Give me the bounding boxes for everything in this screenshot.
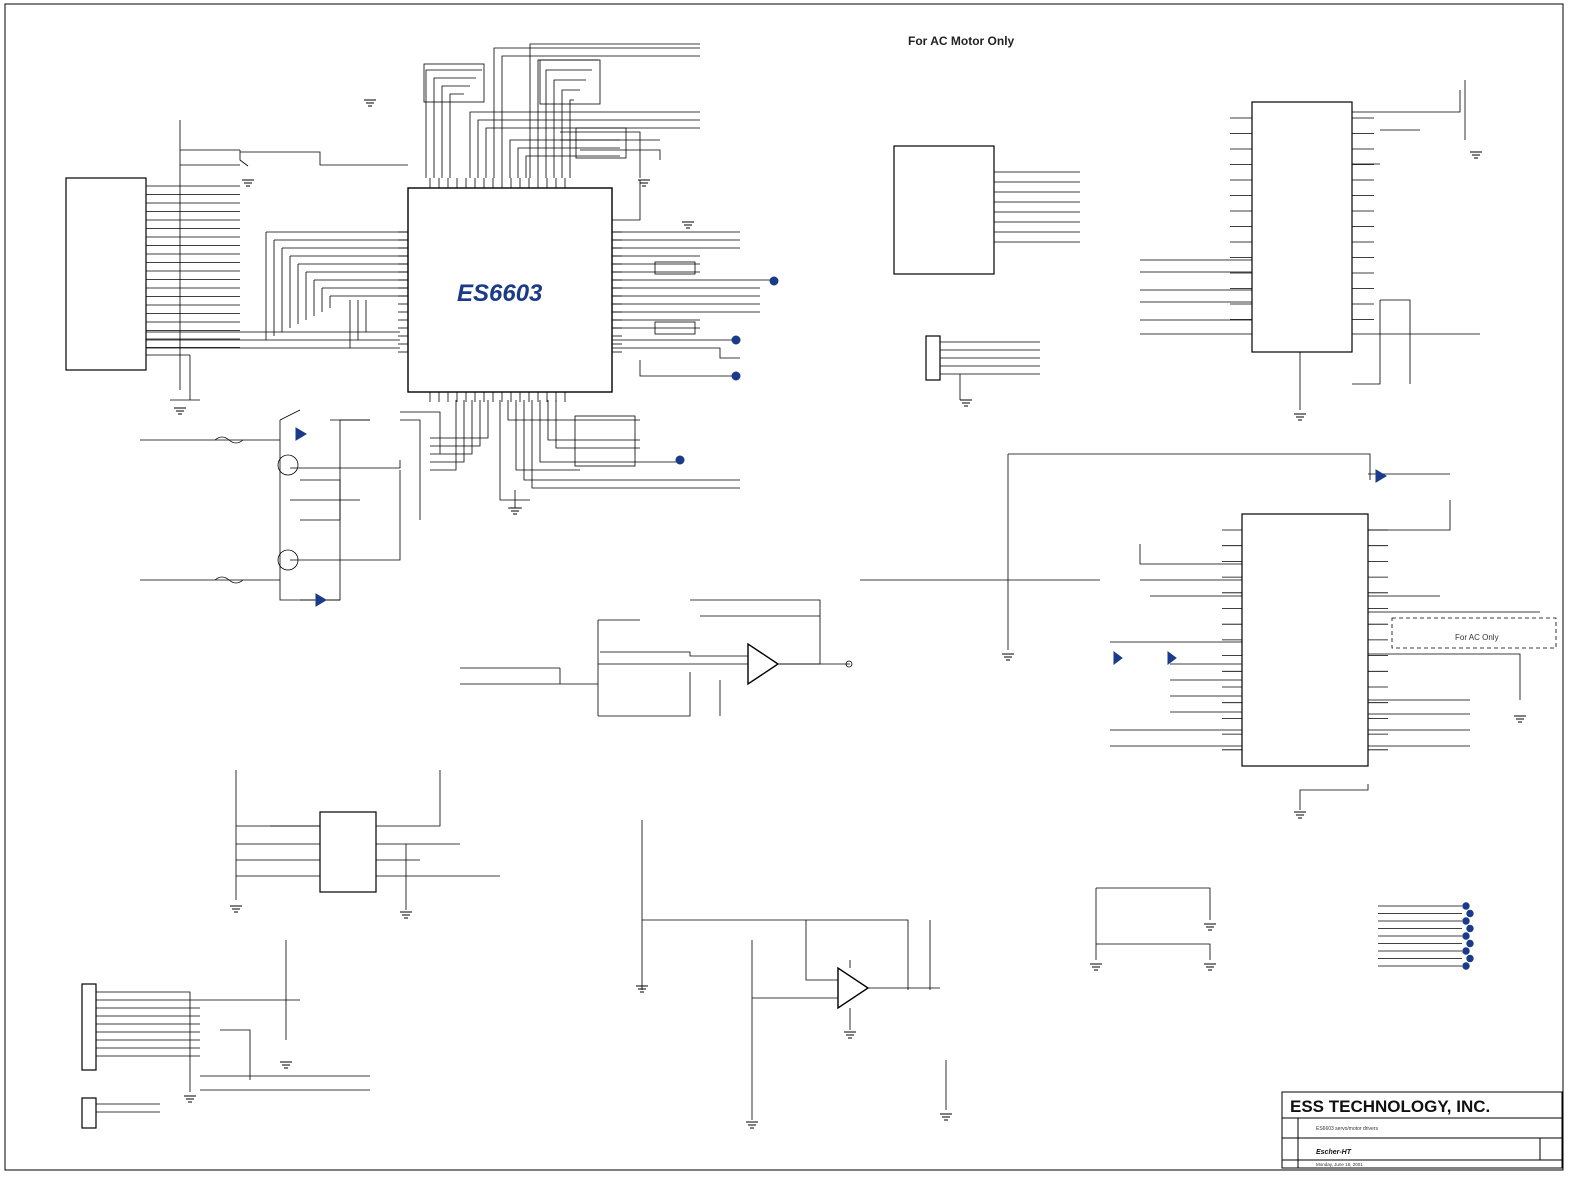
title-block: ESS TECHNOLOGY, INC. ES6603 servo/motor … xyxy=(1281,1091,1563,1169)
bottom-bus xyxy=(400,400,740,520)
ground-symbol xyxy=(960,399,972,407)
ground-symbol xyxy=(682,221,694,229)
ground-symbol xyxy=(364,99,376,107)
connector-j1-body xyxy=(65,177,147,371)
ground-symbol xyxy=(638,179,650,187)
test-point-cluster xyxy=(1378,902,1474,970)
ground-symbol xyxy=(280,1061,292,1069)
ground-symbol xyxy=(1514,715,1526,723)
test-points-chip xyxy=(675,276,779,465)
ac-only-note: For AC Only xyxy=(1455,633,1499,642)
document-number: Escher-HT xyxy=(1316,1149,1352,1156)
top-bus xyxy=(423,43,700,178)
connector-u10 xyxy=(893,145,1080,275)
company-name: ESS TECHNOLOGY, INC. xyxy=(1290,1097,1490,1116)
connector-j1 xyxy=(65,177,240,371)
ground-symbol xyxy=(400,911,412,919)
test-point xyxy=(1462,932,1470,940)
regulator-u9 xyxy=(235,770,500,910)
main-chip-body xyxy=(407,187,613,393)
test-point xyxy=(1462,902,1470,910)
connector-j4 xyxy=(925,335,1040,400)
ground-symbol xyxy=(844,1031,856,1039)
ground-symbol xyxy=(1204,963,1216,971)
ground-symbol xyxy=(242,179,254,187)
test-point xyxy=(1462,917,1470,925)
test-point xyxy=(1466,924,1474,933)
ground-symbol xyxy=(1294,413,1306,421)
ground-symbol xyxy=(1002,653,1014,661)
chip-u12 xyxy=(860,453,1557,810)
ground-symbol xyxy=(636,985,648,993)
chip-u7 xyxy=(1140,80,1480,410)
document-title: ES6603 servo/motor drivers xyxy=(1316,1126,1378,1132)
test-point xyxy=(1466,954,1474,963)
ground-symbol xyxy=(940,1113,952,1121)
test-point xyxy=(1466,909,1474,918)
header-note: For AC Motor Only xyxy=(908,34,1015,48)
test-point xyxy=(1462,962,1470,970)
main-chip-label: ES6603 xyxy=(457,280,543,307)
ground-symbol xyxy=(230,905,242,913)
ground-symbol xyxy=(509,507,521,515)
ground-symbol xyxy=(1204,923,1216,931)
sheet-border xyxy=(4,3,1564,1171)
op-amp-bottom xyxy=(641,820,947,1120)
ground-symbol xyxy=(746,1121,758,1129)
op-amp-section xyxy=(460,599,853,717)
test-point xyxy=(1466,939,1474,948)
ground-symbol xyxy=(1294,811,1306,819)
chip-right-nets xyxy=(612,180,770,377)
test-point xyxy=(1462,947,1470,955)
ground-symbols xyxy=(174,99,1526,1129)
main-chip-es6603: ES6603 xyxy=(398,178,622,402)
ground-symbol xyxy=(184,1095,196,1103)
transistor-cluster xyxy=(140,409,401,607)
document-date: Monday, June 18, 2001 xyxy=(1316,1162,1363,1167)
ground-symbol xyxy=(174,407,186,415)
ground-symbol xyxy=(1470,151,1482,159)
ground-symbol xyxy=(1090,963,1102,971)
resistor-pair xyxy=(1095,887,1211,960)
left-bus xyxy=(146,120,408,401)
connector-j3 xyxy=(81,940,370,1129)
